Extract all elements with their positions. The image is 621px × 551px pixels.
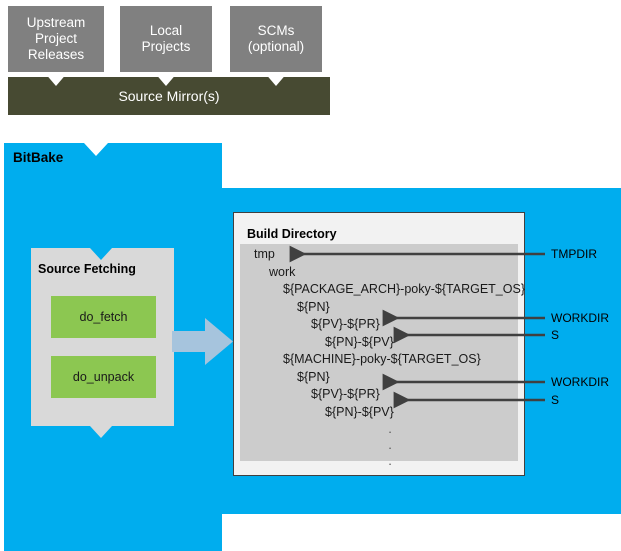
chevron-down-icon-scms [264, 72, 288, 86]
chevron-down-icon-local [154, 72, 178, 86]
tree-node-pn-2: ${PN} [297, 369, 330, 384]
s-label-1: S [551, 328, 560, 342]
chevron-down-icon-upstream [44, 72, 68, 86]
task-do-unpack-label: do_unpack [72, 370, 135, 384]
directory-tree: tmp work ${PACKAGE_ARCH}-poky-${TARGET_O… [240, 244, 525, 468]
flow-arrow-right-icon [172, 318, 233, 365]
local-projects-label: Local Projects [141, 23, 191, 54]
tree-node-pv-pr-2: ${PV}-${PR} [311, 387, 380, 401]
source-fetching-title: Source Fetching [38, 262, 136, 276]
tree-node-pn-1: ${PN} [297, 299, 330, 314]
tmpdir-label: TMPDIR [551, 247, 597, 261]
bitbake-label: BitBake [13, 150, 64, 165]
chevron-down-icon-mirror-out [84, 115, 108, 129]
task-do-unpack[interactable]: do_unpack [51, 356, 156, 398]
tree-ellipsis-dot-2: . [388, 437, 392, 452]
scms-optional-box: SCMs (optional) [230, 6, 322, 72]
s-label-2: S [551, 393, 560, 407]
chevron-down-icon-fetch-out [90, 426, 112, 438]
tree-node-machine: ${MACHINE}-poky-${TARGET_OS} [283, 352, 481, 366]
task-do-fetch-label: do_fetch [79, 310, 128, 324]
tree-node-package-arch: ${PACKAGE_ARCH}-poky-${TARGET_OS} [283, 282, 525, 296]
tree-node-pn-pv-2: ${PN}-${PV} [325, 404, 394, 419]
task-do-fetch[interactable]: do_fetch [51, 296, 156, 338]
chevron-down-icon-bitbake-in [84, 143, 108, 156]
tree-ellipsis-dot-3: . [388, 453, 392, 468]
workdir-label-2: WORKDIR [551, 375, 609, 389]
scms-optional-label: SCMs (optional) [247, 23, 305, 54]
upstream-project-releases-label: Upstream Project Releases [26, 15, 86, 62]
tree-node-tmp: tmp [254, 247, 275, 261]
tree-ellipsis-dot-1: . [388, 421, 392, 436]
chevron-down-icon-fetch-in [90, 248, 112, 260]
upstream-project-releases-box: Upstream Project Releases [8, 6, 104, 72]
workdir-label-1: WORKDIR [551, 311, 609, 325]
tree-node-pn-pv-1: ${PN}-${PV} [325, 334, 394, 349]
source-mirror-label: Source Mirror(s) [118, 88, 220, 104]
tree-node-pv-pr-1: ${PV}-${PR} [311, 317, 380, 331]
build-directory-title: Build Directory [247, 227, 337, 241]
local-projects-box: Local Projects [120, 6, 212, 72]
directory-tree-panel [240, 244, 518, 461]
tree-node-work: work [269, 264, 296, 279]
